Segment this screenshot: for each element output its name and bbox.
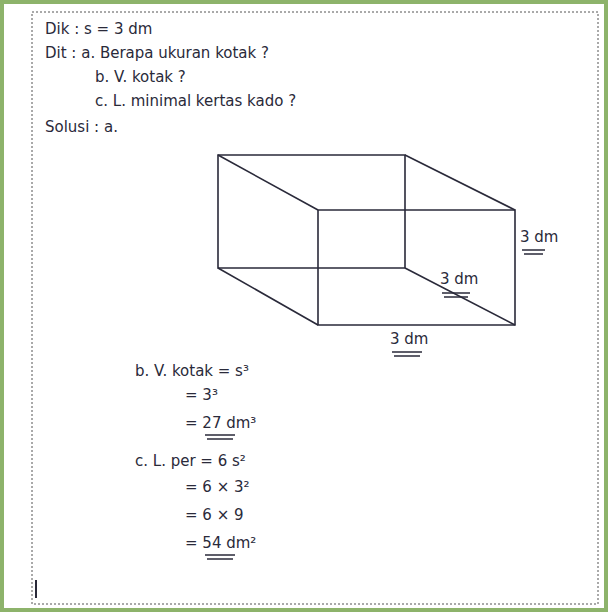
handwritten-line: = 54 dm² [185,534,256,552]
handwritten-line: b. V. kotak ? [95,68,186,86]
handwritten-line: = 27 dm³ [185,414,256,432]
cube-drawing [218,155,515,325]
dimension-label: 3 dm [390,330,428,348]
dimension-label: 3 dm [520,228,558,246]
handwritten-line: c. L. minimal kertas kado ? [95,92,296,110]
handwritten-line: c. L. per = 6 s² [135,452,246,470]
dimension-label: 3 dm [440,270,478,288]
dotted-frame [32,12,598,604]
double-underlines [205,250,545,559]
handwritten-line: = 6 × 9 [185,506,244,524]
handwritten-line: = 3³ [185,386,218,404]
handwritten-line: Solusi : a. [45,118,118,136]
cursor-mark [35,580,37,598]
handwritten-line: = 6 × 3² [185,478,250,496]
handwritten-line: Dit : a. Berapa ukuran kotak ? [45,44,269,62]
handwritten-line: b. V. kotak = s³ [135,362,249,380]
handwritten-line: Dik : s = 3 dm [45,20,152,38]
